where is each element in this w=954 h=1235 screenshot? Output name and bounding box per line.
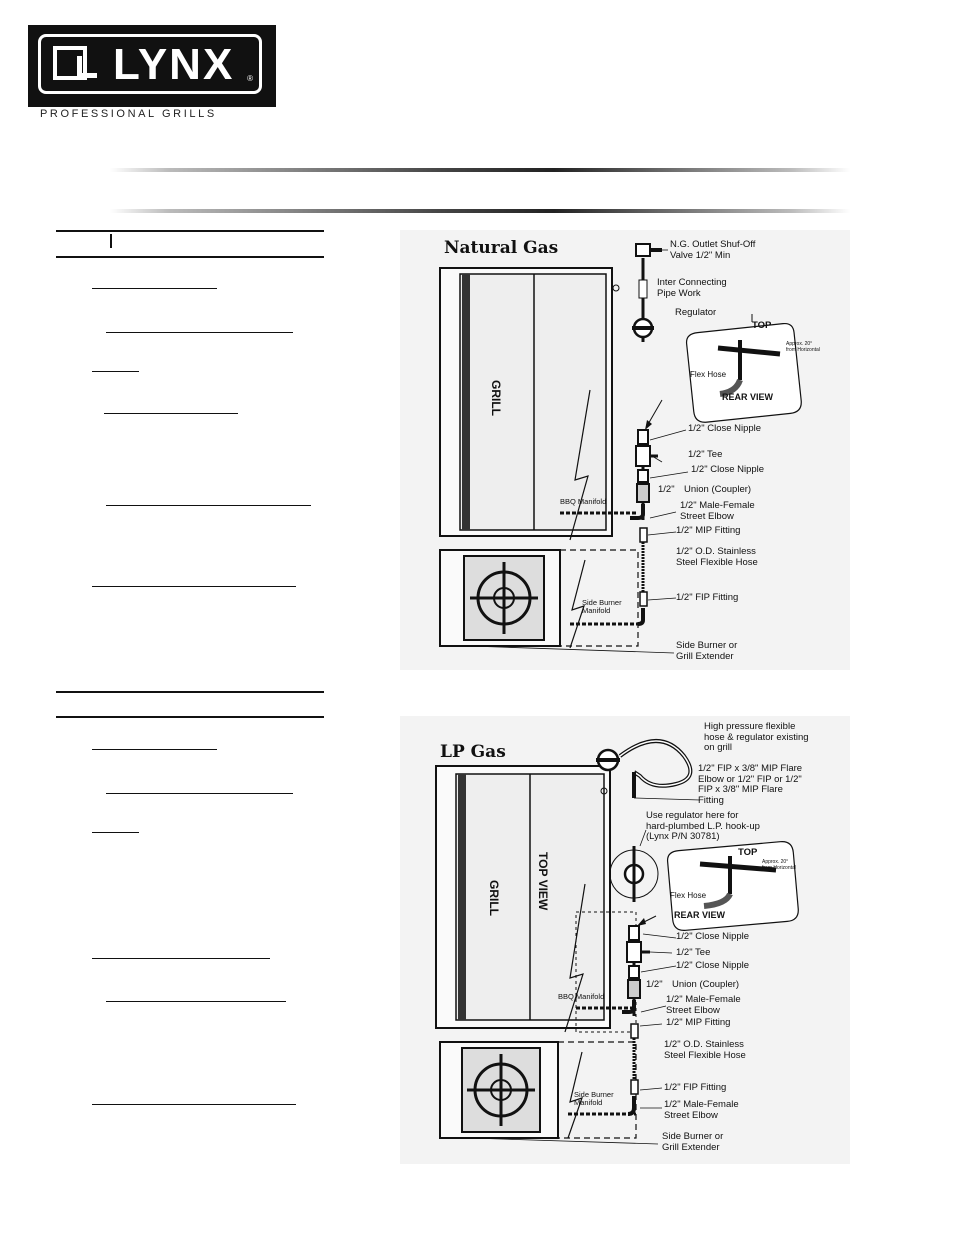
lp-gas-drawing bbox=[435, 739, 799, 1145]
union-label: Union (Coupler) bbox=[684, 484, 752, 495]
rear-view-label: REAR VIEW bbox=[722, 392, 774, 402]
union-size-label: 1/2" bbox=[646, 979, 663, 990]
hp-hose-label: High pressure flexible hose & regulator … bbox=[704, 721, 809, 753]
grill-label: GRILL bbox=[487, 880, 501, 916]
section-rule bbox=[56, 230, 324, 232]
bbq-manifold-label: BBQ Manifold bbox=[558, 992, 605, 1001]
diagram-title: Natural Gas bbox=[444, 238, 559, 258]
header-rule-bottom bbox=[110, 209, 850, 213]
regulator-label: Regulator bbox=[675, 307, 717, 318]
extender-label: Side Burner or Grill Extender bbox=[676, 640, 738, 662]
logo-text: LYNX bbox=[113, 40, 235, 89]
blank-line bbox=[92, 371, 139, 372]
elbow-label: 1/2" Male-Female Street Elbow bbox=[680, 500, 755, 522]
natural-gas-diagram: Natural Gas bbox=[400, 230, 850, 670]
angle-note: Approx. 20° from Horizontal bbox=[762, 859, 796, 871]
top-label: TOP bbox=[752, 320, 772, 331]
lynx-logo: LYNX ® bbox=[28, 25, 276, 107]
blank-line bbox=[92, 586, 296, 587]
fip-fitting-label: 1/2" FIP Fitting bbox=[664, 1082, 727, 1093]
blank-line bbox=[92, 288, 217, 289]
blank-line bbox=[106, 1001, 286, 1002]
blank-line bbox=[106, 332, 293, 333]
section-rule bbox=[56, 716, 324, 718]
natural-gas-drawing bbox=[439, 243, 802, 654]
close-nipple-label: 1/2" Close Nipple bbox=[676, 931, 750, 942]
side-manifold-label: Side Burner Manifold bbox=[574, 1090, 614, 1107]
top-view-label: TOP VIEW bbox=[536, 852, 550, 911]
fip-fitting-label: 1/2" FIP Fitting bbox=[676, 592, 739, 603]
lp-gas-diagram: LP Gas bbox=[400, 716, 850, 1164]
section-divider bbox=[110, 234, 112, 248]
header-rule-top bbox=[110, 168, 850, 172]
blank-line bbox=[92, 832, 139, 833]
elbow-label: 1/2" Male-Female Street Elbow bbox=[666, 994, 741, 1016]
tee-label: 1/2" Tee bbox=[676, 947, 711, 958]
outlet-valve-label: N.G. Outlet Shuf-Off Valve 1/2" Min bbox=[670, 239, 756, 261]
flex-hose-label: Flex Hose bbox=[670, 891, 707, 900]
top-label: TOP bbox=[738, 847, 758, 858]
blank-line bbox=[92, 1104, 296, 1105]
tagline: PROFESSIONAL GRILLS bbox=[40, 108, 217, 120]
diagram-title: LP Gas bbox=[440, 742, 506, 762]
mip-fitting-label: 1/2" MIP Fitting bbox=[666, 1017, 731, 1028]
ss-hose-label: 1/2" O.D. Stainless Steel Flexible Hose bbox=[664, 1039, 746, 1061]
mip-fitting-label: 1/2" MIP Fitting bbox=[676, 525, 741, 536]
logo-frame: LYNX ® bbox=[38, 34, 262, 94]
close-nipple-label: 1/2" Close Nipple bbox=[688, 423, 762, 434]
elbow-label: 1/2" Male-Female Street Elbow bbox=[664, 1099, 739, 1121]
tee-label: 1/2" Tee bbox=[688, 449, 723, 460]
pipe-work-label: Inter Connecting Pipe Work bbox=[657, 277, 727, 299]
blank-line bbox=[104, 413, 238, 414]
grill-label: GRILL bbox=[489, 380, 503, 416]
blank-line bbox=[106, 505, 311, 506]
registered-mark-icon: ® bbox=[247, 74, 253, 83]
section-rule bbox=[56, 691, 324, 693]
use-regulator-label: Use regulator here for hard-plumbed L.P.… bbox=[646, 810, 760, 842]
flare-fitting-label: 1/2" FIP x 3/8" MIP Flare Elbow or 1/2" … bbox=[698, 763, 803, 806]
flex-hose-label: Flex Hose bbox=[690, 370, 727, 379]
blank-line bbox=[106, 793, 293, 794]
extender-label: Side Burner or Grill Extender bbox=[662, 1131, 724, 1153]
square-l-logo-icon bbox=[53, 46, 97, 80]
blank-line bbox=[92, 958, 270, 959]
union-label: Union (Coupler) bbox=[672, 979, 740, 990]
close-nipple-label: 1/2" Close Nipple bbox=[691, 464, 765, 475]
angle-note: Approx. 20° from Horizontal bbox=[786, 341, 820, 353]
ss-hose-label: 1/2" O.D. Stainless Steel Flexible Hose bbox=[676, 546, 758, 568]
bbq-manifold-label: BBQ Manifold bbox=[560, 497, 607, 506]
section-rule bbox=[56, 256, 324, 258]
rear-view-label: REAR VIEW bbox=[674, 910, 726, 920]
union-size-label: 1/2" bbox=[658, 484, 675, 495]
close-nipple-label: 1/2" Close Nipple bbox=[676, 960, 750, 971]
blank-line bbox=[92, 749, 217, 750]
side-manifold-label: Side Burner Manifold bbox=[582, 598, 622, 615]
